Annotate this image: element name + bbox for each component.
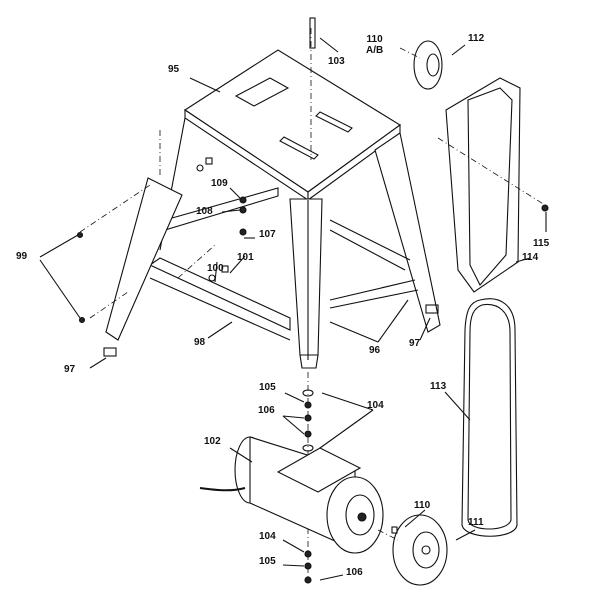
callout-113: 113 (430, 381, 447, 392)
callout-114: 114 (522, 252, 539, 263)
fasteners (76, 17, 439, 357)
callout-112: 112 (468, 33, 485, 44)
motor (199, 436, 384, 554)
callout-108: 108 (196, 206, 213, 217)
leader-lines (89, 37, 547, 581)
callout-100: 100 (207, 263, 224, 274)
stand-legs (159, 117, 441, 369)
callout-96: 96 (369, 345, 381, 356)
callout-95: 95 (168, 64, 180, 75)
callout-102: 102 (204, 436, 221, 447)
stand-top (183, 28, 401, 202)
callout-97-left: 97 (64, 364, 76, 375)
callout-110: 110 (414, 500, 431, 511)
callout-103: 103 (328, 56, 345, 67)
side-panel (39, 130, 216, 341)
callout-97-right: 97 (409, 338, 421, 349)
callout-111: 111 (468, 517, 484, 528)
v-belt (461, 298, 518, 537)
callout-101: 101 (237, 252, 254, 263)
callout-109: 109 (211, 178, 228, 189)
callout-110-ab-sub: A/B (366, 45, 384, 56)
callout-105-top: 105 (259, 382, 276, 393)
belt-guard (437, 77, 549, 293)
callout-98: 98 (194, 337, 206, 348)
callout-106-bottom: 106 (346, 567, 363, 578)
callout-115: 115 (533, 238, 550, 249)
callout-107: 107 (259, 229, 276, 240)
callout-105-bottom: 105 (259, 556, 276, 567)
callout-99: 99 (16, 251, 28, 262)
pulley-112 (399, 40, 443, 90)
callout-104-top: 104 (367, 400, 384, 411)
callout-110-top: 110 (366, 34, 383, 45)
callout-106-top: 106 (258, 405, 275, 416)
pulley-111 (377, 514, 448, 586)
stand-rails (148, 187, 419, 341)
callout-104-bottom: 104 (259, 531, 276, 542)
